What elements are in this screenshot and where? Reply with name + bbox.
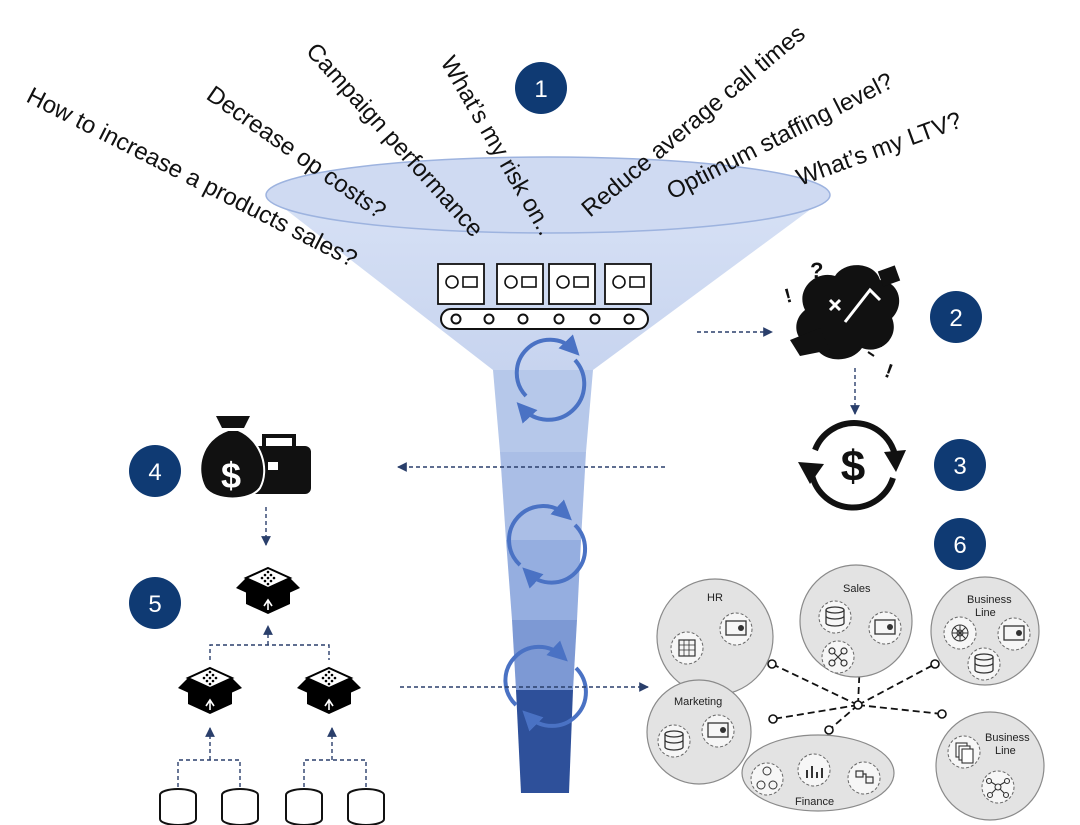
flow-connectors xyxy=(177,327,860,787)
step-badge-1: 1 xyxy=(515,62,567,114)
database-cylinder-icon xyxy=(221,788,259,825)
refresh-cycle-icon xyxy=(514,334,587,424)
step-badge-2: 2 xyxy=(930,291,982,343)
database-cylinder-icon xyxy=(159,788,197,825)
domain-sales: Sales xyxy=(799,564,913,678)
svg-text:Sales: Sales xyxy=(843,583,871,595)
svg-text:Business: Business xyxy=(985,732,1030,744)
conveyor-belt xyxy=(440,308,649,330)
svg-text:2: 2 xyxy=(949,305,962,332)
svg-text:Finance: Finance xyxy=(795,796,834,808)
svg-text:!: ! xyxy=(882,360,896,383)
svg-text:1: 1 xyxy=(534,76,547,103)
refresh-cycle-icon xyxy=(507,499,588,589)
svg-text:6: 6 xyxy=(953,532,966,559)
database-cylinder-icon xyxy=(347,788,385,825)
data-box-icon xyxy=(177,667,243,715)
domain-business-line-1: Business Line xyxy=(930,576,1040,686)
svg-text:4: 4 xyxy=(148,459,161,486)
svg-text:Line: Line xyxy=(975,607,996,619)
domain-finance: Finance xyxy=(741,734,895,812)
svg-text:Line: Line xyxy=(995,745,1016,757)
svg-text:$: $ xyxy=(841,442,865,491)
step-badge-6: 6 xyxy=(934,518,986,570)
database-cylinder-icon xyxy=(285,788,323,825)
confused-brain-icon: ? ! ! xyxy=(782,258,901,383)
svg-text:3: 3 xyxy=(953,453,966,480)
svg-text:!: ! xyxy=(782,285,794,308)
svg-text:5: 5 xyxy=(148,591,161,618)
svg-text:?: ? xyxy=(810,258,823,283)
funnel-rim xyxy=(265,156,831,234)
search-folder-icon xyxy=(437,263,652,330)
domain-network: HR Sales Business xyxy=(646,564,1045,821)
domain-marketing: Marketing xyxy=(646,679,752,785)
dollar-cycle-icon: $ xyxy=(798,420,906,511)
svg-text:Business: Business xyxy=(967,594,1012,606)
step-badge-4: 4 xyxy=(129,445,181,497)
domain-business-line-2: Business Line xyxy=(935,711,1045,821)
svg-text:Marketing: Marketing xyxy=(674,696,722,708)
money-bag-briefcase-icon: $ xyxy=(199,416,311,500)
step-badge-3: 3 xyxy=(934,439,986,491)
data-box-icon xyxy=(296,667,362,715)
svg-text:HR: HR xyxy=(707,592,723,604)
data-box-icon xyxy=(235,567,301,615)
refresh-cycle-icon xyxy=(503,640,588,732)
svg-text:$: $ xyxy=(221,455,241,496)
step-badge-5: 5 xyxy=(129,577,181,629)
domain-hr: HR xyxy=(656,578,774,696)
